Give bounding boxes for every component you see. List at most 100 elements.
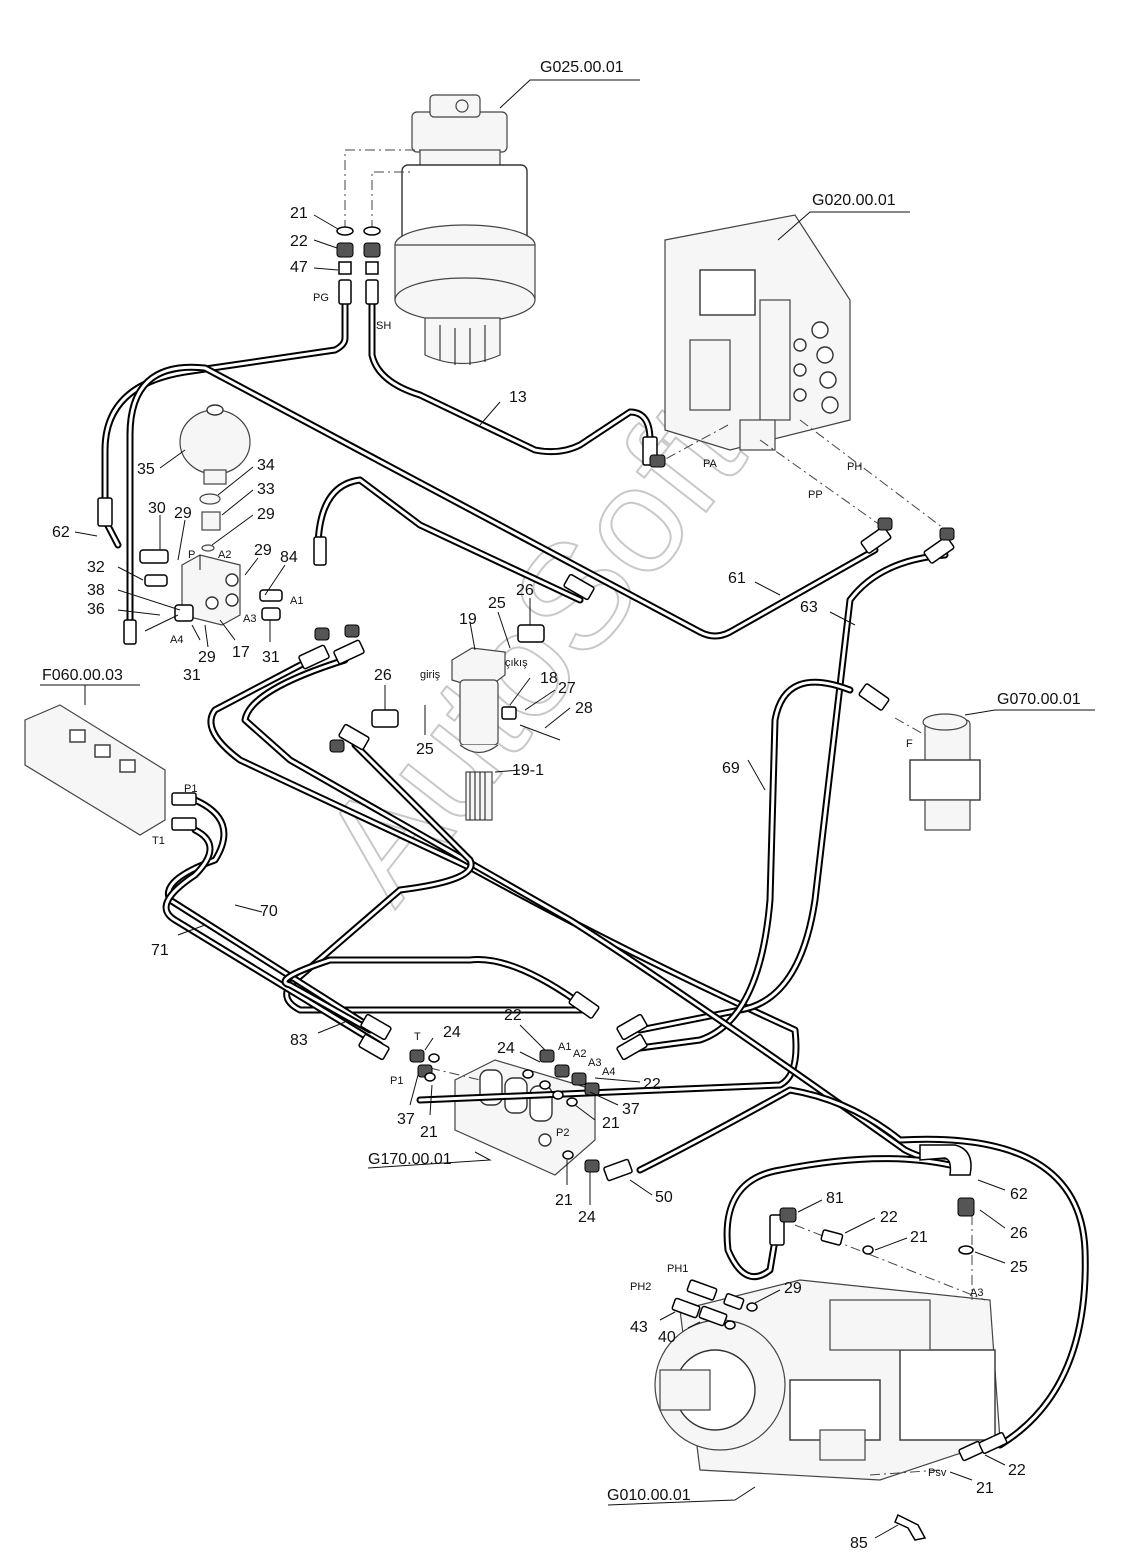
callout: 36 <box>87 601 105 618</box>
port-label: P <box>188 549 195 561</box>
callout: 37 <box>397 1111 415 1128</box>
callout: 31 <box>183 667 201 684</box>
assembly-code-g020: G020.00.01 <box>812 192 896 209</box>
callout: 22 <box>880 1209 898 1226</box>
port-label: çıkış <box>505 657 528 669</box>
port-label: A3 <box>970 1287 983 1299</box>
filter-drawing <box>371 624 561 821</box>
swivel-joint-drawing <box>894 713 981 831</box>
callout: 47 <box>290 259 308 276</box>
port-label: SH <box>376 320 391 332</box>
port-label: T <box>414 1031 421 1043</box>
port-label: A2 <box>573 1048 586 1060</box>
callout: 81 <box>826 1190 844 1207</box>
callout: 25 <box>416 741 434 758</box>
callout: 62 <box>1010 1186 1028 1203</box>
callout: 24 <box>443 1024 461 1041</box>
callout: 83 <box>290 1032 308 1049</box>
callout: 43 <box>630 1319 648 1336</box>
port-label: A4 <box>170 634 183 646</box>
callout-numbers: 21 22 47 13 35 34 33 29 30 62 29 29 84 3… <box>52 205 1028 1552</box>
callout: 31 <box>262 649 280 666</box>
callout: 37 <box>622 1101 640 1118</box>
assembly-code-f060: F060.00.03 <box>42 667 123 684</box>
hoses <box>101 296 1089 1449</box>
assembly-code-g010: G010.00.01 <box>607 1487 691 1504</box>
callout: 13 <box>509 389 527 406</box>
callout: 26 <box>374 667 392 684</box>
callout: 63 <box>800 599 818 616</box>
assembly-code-g025: G025.00.01 <box>540 59 624 76</box>
callout: 25 <box>1010 1259 1028 1276</box>
callout: 26 <box>516 582 534 599</box>
callout: 29 <box>257 506 275 523</box>
port-label: A4 <box>602 1066 615 1078</box>
callout: 62 <box>52 524 70 541</box>
port-label: P1 <box>390 1075 403 1087</box>
callout: 22 <box>643 1076 661 1093</box>
callout: 40 <box>658 1329 676 1346</box>
callout: 71 <box>151 942 169 959</box>
callout: 17 <box>232 644 250 661</box>
callout: 22 <box>1008 1462 1026 1479</box>
callout: 70 <box>260 903 278 920</box>
port-label: A3 <box>243 613 256 625</box>
assembly-code-g170: G170.00.01 <box>368 1151 452 1168</box>
callout: 35 <box>137 461 155 478</box>
port-label: F <box>906 738 913 750</box>
pilot-valve-g170-drawing <box>429 1059 596 1176</box>
valve-block-drawing <box>139 549 283 632</box>
port-label: Psv <box>928 1467 947 1479</box>
manifold-f060-drawing <box>24 704 166 836</box>
port-label: A1 <box>558 1041 571 1053</box>
callout: 18 <box>540 670 558 687</box>
callout: 69 <box>722 760 740 777</box>
port-label: giriş <box>420 669 441 681</box>
callout: 29 <box>784 1280 802 1297</box>
callout: 22 <box>290 233 308 250</box>
port-label: T1 <box>152 835 165 847</box>
callout: 61 <box>728 570 746 587</box>
callout: 21 <box>976 1480 994 1497</box>
callout: 21 <box>555 1192 573 1209</box>
accumulator-drawing <box>179 404 251 552</box>
callout: 21 <box>290 205 308 222</box>
fittings <box>97 226 1008 1541</box>
callout: 24 <box>497 1040 515 1057</box>
port-label: A2 <box>218 549 231 561</box>
leader-lines <box>40 79 1095 1539</box>
callout: 22 <box>504 1007 522 1024</box>
callout: 29 <box>254 542 272 559</box>
callout: 34 <box>257 457 275 474</box>
callout: 21 <box>602 1115 620 1132</box>
port-label: PH2 <box>630 1281 651 1293</box>
callout: 26 <box>1010 1225 1028 1242</box>
callout: 38 <box>87 582 105 599</box>
port-label: P1 <box>184 783 197 795</box>
callout: 50 <box>655 1189 673 1206</box>
assembly-labels: G025.00.01 G020.00.01 F060.00.03 G070.00… <box>42 59 1081 1504</box>
callout: 33 <box>257 481 275 498</box>
assembly-code-g070: G070.00.01 <box>997 691 1081 708</box>
port-label: A1 <box>290 595 303 607</box>
callout: 25 <box>488 595 506 612</box>
port-label: PA <box>703 458 718 470</box>
port-label: PH1 <box>667 1263 688 1275</box>
control-valve-drawing <box>659 214 956 538</box>
callout: 21 <box>420 1124 438 1141</box>
port-label: PH <box>847 461 862 473</box>
callout: 19 <box>459 611 477 628</box>
port-labels: PG SH PA PH PP P A2 A1 A4 A3 giriş çıkış… <box>152 292 983 1479</box>
port-label: PG <box>313 292 329 304</box>
callout: 21 <box>910 1229 928 1246</box>
callout: 29 <box>198 649 216 666</box>
port-label: A3 <box>588 1057 601 1069</box>
swing-motor-drawing <box>344 94 536 365</box>
port-label: PP <box>808 489 823 501</box>
callout: 19-1 <box>512 762 544 779</box>
callout: 85 <box>850 1535 868 1552</box>
callout: 28 <box>575 700 593 717</box>
callout: 29 <box>174 505 192 522</box>
main-pump-drawing <box>654 1215 1001 1481</box>
